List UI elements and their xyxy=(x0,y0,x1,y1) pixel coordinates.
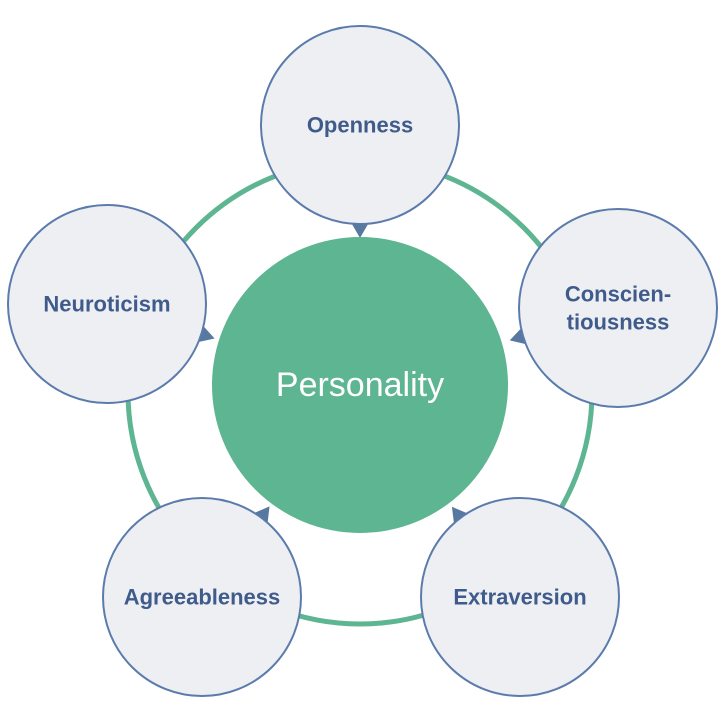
trait-label-agreeableness: Agreeableness xyxy=(124,585,281,610)
trait-node-neuroticism: Neuroticism xyxy=(7,204,207,404)
center-circle xyxy=(212,237,508,533)
trait-node-openness: Openness xyxy=(260,25,460,225)
center-label: Personality xyxy=(276,366,444,404)
trait-node-agreeableness: Agreeableness xyxy=(102,497,302,697)
trait-circle-neuroticism xyxy=(7,204,207,404)
trait-circle-conscientiousness xyxy=(518,208,718,408)
trait-node-extraversion: Extraversion xyxy=(420,497,620,697)
trait-circle-openness xyxy=(260,25,460,225)
trait-label-extraversion: Extraversion xyxy=(453,585,586,610)
trait-circle-extraversion xyxy=(420,497,620,697)
trait-label-openness: Openness xyxy=(307,113,413,138)
trait-label-conscientiousness: tiousness xyxy=(567,310,670,335)
trait-label-neuroticism: Neuroticism xyxy=(43,292,170,317)
trait-label-conscientiousness: Conscien- xyxy=(565,282,671,307)
trait-circle-agreeableness xyxy=(102,497,302,697)
trait-node-conscientiousness: Conscien-tiousness xyxy=(518,208,718,408)
